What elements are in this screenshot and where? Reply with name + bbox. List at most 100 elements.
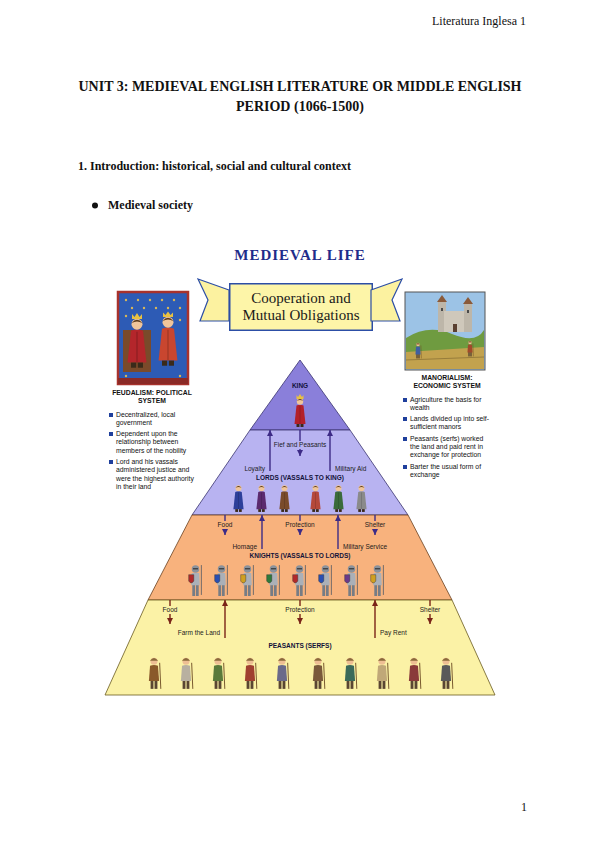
text-holder: PEASANTS (SERFS): [105, 642, 495, 650]
arrow-label-box: Farm the Land: [177, 621, 221, 639]
peasants-tier-label: PEASANTS (SERFS): [268, 642, 331, 650]
tower-roof: [437, 295, 447, 302]
diagram-heading-box: MEDIEVAL LIFE: [150, 246, 450, 265]
king-tier-label: KING: [292, 382, 308, 390]
knights-tier-outline: [148, 515, 452, 600]
bullet-text: Lands divided up into self-sufficient ma…: [410, 415, 492, 432]
list-bullet: [92, 203, 98, 209]
arrow-label: Loyalty: [243, 465, 266, 473]
bullet-square: [403, 417, 407, 421]
arrow-label-box: Military Service: [342, 535, 388, 553]
arrow-label: Military Service: [342, 543, 388, 551]
bullet-row: Lord and his vassals administered justic…: [108, 458, 196, 491]
arrow-label-box: Food: [217, 513, 234, 531]
title-block: UNIT 3: MEDIEVAL ENGLISH LITERATURE OR M…: [65, 77, 535, 117]
arrow-label: Protection: [284, 521, 315, 529]
banner-box-outline: [230, 284, 373, 331]
system-heading-row: MANORIALISM: ECONOMIC SYSTEM: [402, 374, 492, 391]
obligation-arrow: [374, 600, 375, 638]
castle-gate: [453, 324, 457, 332]
bullet-row: Barter the usual form of exchange: [402, 463, 492, 480]
king-tier-outline: [250, 360, 350, 430]
arrow-label-box: Shelter: [364, 513, 387, 531]
hill: [406, 330, 484, 369]
text-holder: KING: [250, 382, 350, 390]
tower-roof: [463, 297, 473, 304]
obligation-arrow: [337, 515, 338, 549]
system-heading-row: FEUDALISM: POLITICAL SYSTEM: [108, 389, 196, 406]
king-tier-shape: [250, 360, 350, 430]
arrow-label: Shelter: [364, 521, 387, 529]
banner-tail-right: [371, 279, 402, 321]
arrow-label: Pay Rent: [379, 629, 408, 637]
king-figure: [128, 319, 147, 368]
arrow-label-box: Homage: [231, 535, 258, 553]
list-heading: Medieval society: [108, 198, 408, 213]
obligation-arrow: [269, 430, 270, 471]
bullet-square: [403, 465, 407, 469]
knights-tier-label: KNIGHTS (VASSALS TO LORDS): [250, 552, 351, 560]
bullet-text: Agriculture the basis for wealth: [410, 396, 492, 413]
queen-figure: [159, 317, 178, 366]
arrow-label: Fief and Peasants: [273, 441, 327, 449]
system-heading: FEUDALISM: POLITICAL SYSTEM: [108, 389, 196, 406]
lords-tier-outline: [192, 430, 408, 515]
bullet-square: [403, 437, 407, 441]
banner-box-label: Cooperation and Mutual Obligations: [233, 290, 369, 324]
obligation-arrow: [224, 600, 225, 638]
crown: [132, 313, 142, 319]
running-header: Literatura Inglesa 1: [300, 14, 526, 29]
text-holder: Cooperation and Mutual Obligations: [229, 283, 373, 331]
page-number-box: 1: [400, 800, 527, 815]
arrow-label-box: Pay Rent: [379, 621, 408, 639]
bullet-row: Agriculture the basis for wealth: [402, 396, 492, 413]
bullet-row: Dependent upon the relationship between …: [108, 430, 196, 455]
picture-pattern: [125, 299, 181, 377]
king-tier: KING: [250, 360, 350, 430]
arrow-label: Farm the Land: [177, 629, 221, 637]
banner-box: Cooperation and Mutual Obligations: [229, 283, 373, 331]
picture-frame: [118, 292, 188, 384]
diagram-heading: MEDIEVAL LIFE: [150, 246, 450, 265]
arrow-label-box: Loyalty: [243, 457, 266, 475]
bullet-text: Barter the usual form of exchange: [410, 463, 492, 480]
bullet-text: Dependent upon the relationship between …: [116, 430, 196, 455]
worker-figure: [467, 341, 473, 357]
arrow-label: Food: [217, 521, 234, 529]
lords-tier-label: LORDS (VASSALS TO KING): [256, 474, 344, 482]
obligation-arrow: [329, 430, 330, 471]
bullet-row: Lands divided up into self-sufficient ma…: [402, 415, 492, 432]
arrow-label: Military Aid: [334, 465, 367, 473]
text-holder: KNIGHTS (VASSALS TO LORDS): [148, 552, 452, 560]
castle-tower: [464, 304, 472, 332]
bullet-text: Decentralized, local government: [116, 411, 196, 428]
page-number: 1: [400, 800, 527, 815]
bullet-row: Decentralized, local government: [108, 411, 196, 428]
banner-tail-left: [198, 279, 229, 321]
side-panel: MANORIALISM: ECONOMIC SYSTEM Agriculture …: [402, 374, 492, 482]
arrow-label-box: Shelter: [419, 598, 442, 616]
window: [441, 308, 443, 311]
peasants-tier: PEASANTS (SERFS): [105, 600, 495, 695]
bullet-square: [109, 432, 113, 436]
bullet-square: [109, 460, 113, 464]
section-heading: 1. Introduction: historical, social and …: [78, 159, 538, 174]
peasants-tier-outline: [105, 600, 495, 695]
worker-figure: [415, 343, 421, 359]
arrow-label: Protection: [284, 606, 315, 614]
bullet-square: [403, 398, 407, 402]
feudalism-picture: [118, 292, 188, 384]
picture-floor: [118, 378, 188, 384]
running-header-box: Literatura Inglesa 1: [300, 14, 526, 29]
list-heading-box: Medieval society: [108, 198, 408, 213]
obligation-arrow: [261, 515, 262, 549]
arrow-label-box: Military Aid: [334, 457, 367, 475]
bullet-text: Lord and his vassals administered justic…: [116, 458, 196, 491]
picture-frame: [405, 292, 485, 370]
section-heading-box: 1. Introduction: historical, social and …: [78, 159, 538, 174]
arrow-label-box: Protection: [284, 598, 315, 616]
manor-picture: [405, 292, 485, 370]
